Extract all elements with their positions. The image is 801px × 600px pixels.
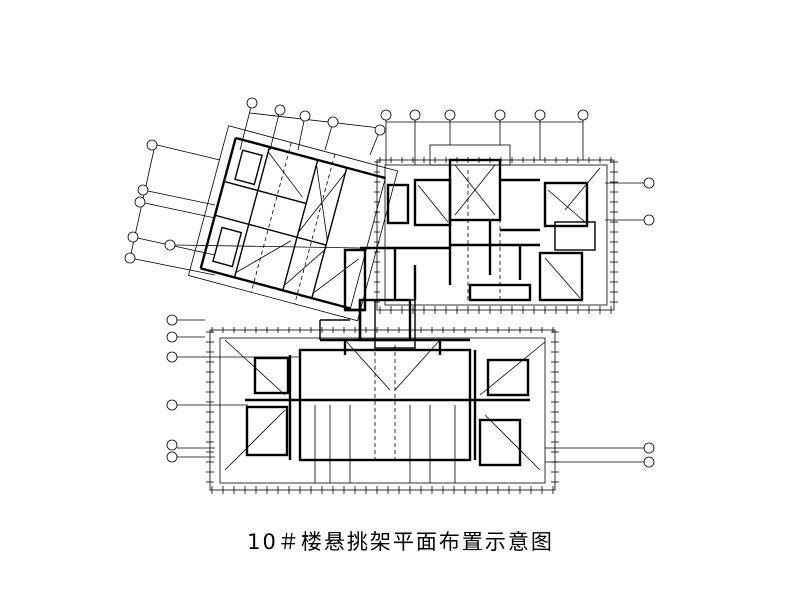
axis-bubble [166,314,178,326]
axis-bubble [134,196,146,208]
axis-bubble [127,231,139,243]
central-core [319,248,367,340]
axis-bubble [299,110,311,122]
axis-bubble [166,451,178,463]
axis-bubble [577,109,589,121]
axis-bubble [246,97,258,109]
axis-bubble [374,124,386,136]
scaffold-tick-marks [206,157,618,494]
axis-bubble [274,104,286,116]
upper-right-wing [358,144,615,349]
axis-bubble [164,239,176,251]
axis-bubble [124,252,136,264]
axis-bubble [166,331,178,343]
axis-bubble [166,351,178,363]
axis-bubble [444,109,456,121]
axis-bubble [137,184,149,196]
drawing-title: 10＃楼悬挑架平面布置示意图 [247,530,554,554]
axis-leader-lines [129,102,645,463]
axis-bubble [380,109,392,121]
axis-bubble [643,456,655,468]
rotated-left-wing [187,125,399,322]
axis-bubble [327,116,339,128]
axis-bubble [166,399,178,411]
axis-bubbles [124,97,655,468]
lower-wing [209,329,556,491]
axis-bubble [409,109,421,121]
axis-bubble [146,139,158,151]
axis-bubble [534,109,546,121]
axis-bubble [643,442,655,454]
axis-bubble [166,439,178,451]
lower-beam-lines [314,405,456,483]
axis-bubble [643,177,655,189]
axis-bubble [494,109,506,121]
axis-bubble [643,214,655,226]
